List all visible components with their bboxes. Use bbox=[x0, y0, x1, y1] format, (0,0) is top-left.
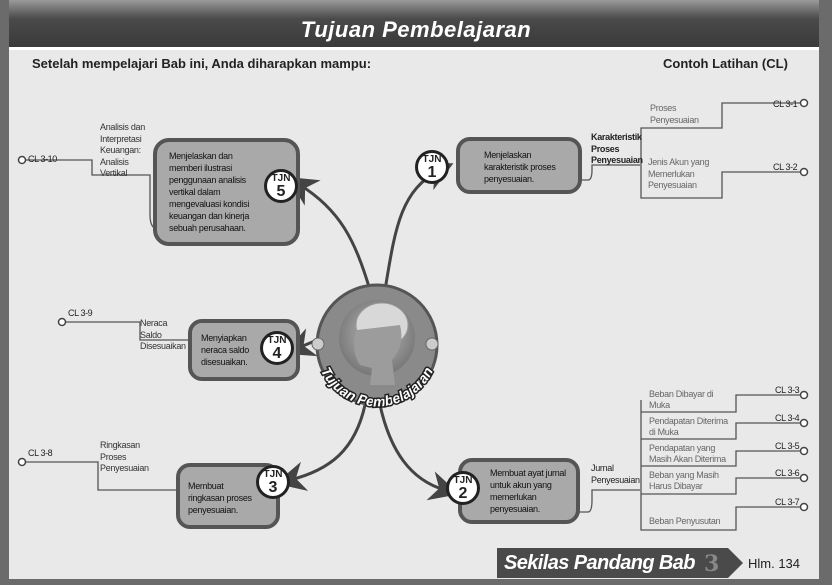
topic-1: Karakteristik Proses Penyesuaian bbox=[591, 132, 643, 165]
cl-3-10[interactable]: CL 3-10 bbox=[28, 154, 57, 164]
title-bar bbox=[0, 0, 832, 50]
cl-3-6[interactable]: CL 3-6 bbox=[775, 468, 800, 478]
cl-3-3[interactable]: CL 3-3 bbox=[775, 385, 800, 395]
sub-2-4: Beban yang Masih Harus Dibayar bbox=[649, 470, 719, 491]
objective-4-text: Menyiapkan neraca saldo disesuaikan. bbox=[201, 333, 249, 367]
cl-3-8[interactable]: CL 3-8 bbox=[28, 448, 53, 458]
sekilas-label[interactable]: Sekilas Pandang Bab bbox=[504, 552, 696, 574]
intro-text: Setelah mempelajari Bab ini, Anda dihara… bbox=[32, 56, 372, 71]
frame-bottom bbox=[0, 579, 832, 585]
cl-header: Contoh Latihan (CL) bbox=[663, 56, 788, 71]
page-reference[interactable]: Hlm. 134 bbox=[748, 556, 801, 571]
sub-2-3: Pendapatan yang Masih Akan Diterima bbox=[649, 443, 726, 464]
chapter-number: 3 bbox=[704, 551, 720, 577]
sub-2-5: Beban Penyusutan bbox=[649, 516, 721, 526]
central-node: Tujuan Pembelajaran bbox=[311, 283, 439, 411]
sub-2-1: Beban Dibayar di Muka bbox=[649, 389, 714, 410]
cl-3-4[interactable]: CL 3-4 bbox=[775, 413, 800, 423]
objective-1-text: Menjelaskan karakteristik proses penyesu… bbox=[484, 150, 556, 184]
sub-1-2: Jenis Akun yang Memerlukan Penyesuaian bbox=[648, 157, 710, 190]
frame-left bbox=[0, 0, 9, 585]
cl-3-9[interactable]: CL 3-9 bbox=[68, 308, 93, 318]
sub-2-2: Pendapatan Diterima di Muka bbox=[649, 416, 728, 437]
cl-3-1[interactable]: CL 3-1 bbox=[773, 99, 798, 109]
topic-2: Jurnal Penyesuaian bbox=[591, 463, 640, 485]
topic-3: Ringkasan Proses Penyesuaian bbox=[100, 440, 149, 473]
objective-5-text: Menjelaskan dan memberi ilustrasi penggu… bbox=[169, 151, 250, 233]
sub-1-1: Proses Penyesuaian bbox=[650, 103, 699, 125]
cl-3-2[interactable]: CL 3-2 bbox=[773, 162, 798, 172]
topic-5: Analisis dan Interpretasi Keuangan: Anal… bbox=[100, 122, 145, 178]
page-title: Tujuan Pembelajaran bbox=[300, 17, 532, 42]
sekilas-banner bbox=[497, 548, 743, 578]
cl-3-5[interactable]: CL 3-5 bbox=[775, 441, 800, 451]
objective-3-text: Membuat ringkasan proses penyesuaian. bbox=[188, 481, 252, 515]
frame-right bbox=[819, 0, 832, 585]
objective-2-text: Membuat ayat jurnal untuk akun yang meme… bbox=[490, 468, 566, 514]
cl-3-7[interactable]: CL 3-7 bbox=[775, 497, 800, 507]
topic-4: Neraca Saldo Disesuaikan bbox=[140, 318, 186, 351]
